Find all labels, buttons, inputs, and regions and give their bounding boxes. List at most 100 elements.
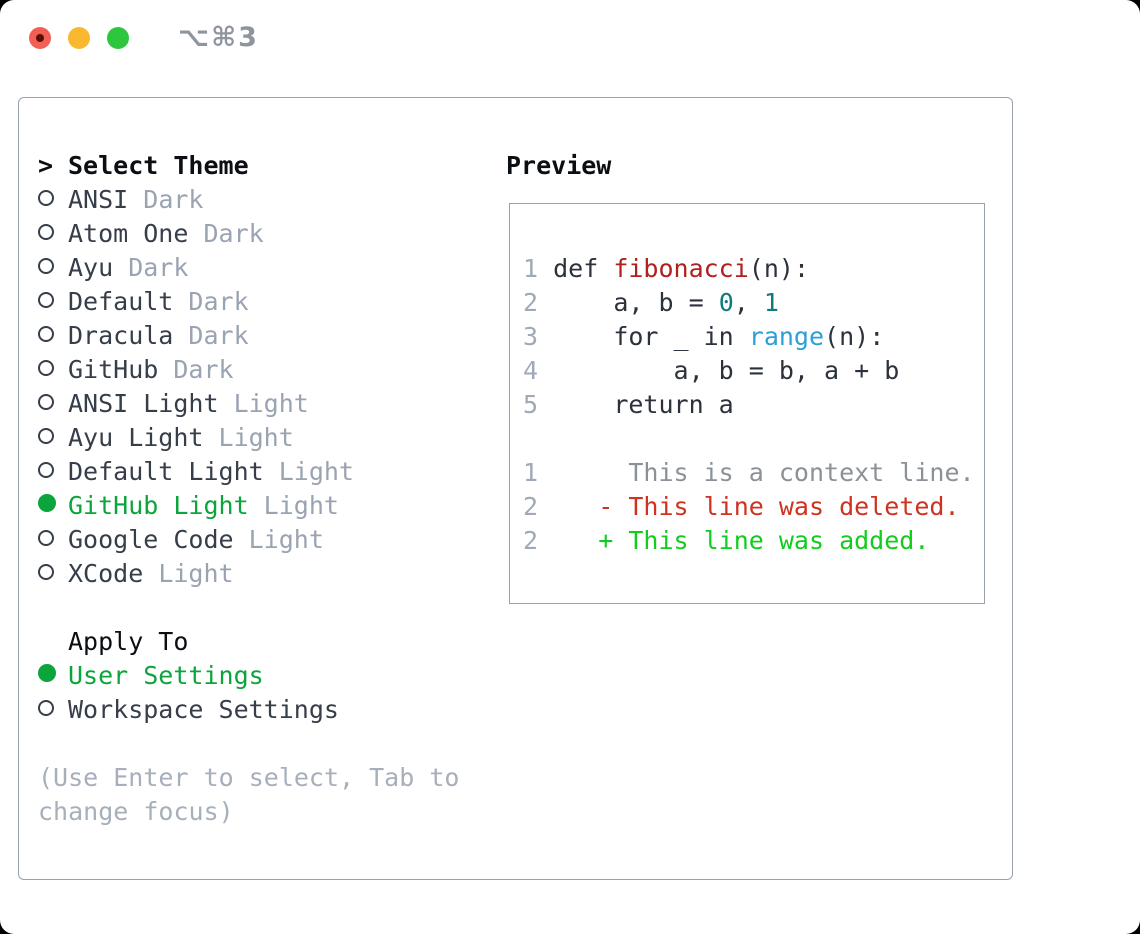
theme-option[interactable]: ANSI Dark [38, 183, 459, 217]
theme-option[interactable]: Google Code Light [38, 523, 459, 557]
theme-variant-label: Light [203, 423, 294, 452]
preview-line: 2 + This line was added. [523, 524, 984, 558]
code-token-deleted: - This line was deleted. [553, 492, 960, 521]
theme-option[interactable]: XCode Light [38, 557, 459, 591]
line-number: 5 [523, 390, 554, 419]
preview-line: 2 - This line was deleted. [523, 490, 984, 524]
radio-icon [38, 360, 54, 376]
option-label: ANSI [68, 185, 129, 214]
line-number: 1 [523, 254, 554, 283]
radio-icon [38, 224, 54, 240]
line-number: 1 [523, 458, 554, 487]
preview-line [523, 422, 984, 456]
code-token-plain: (n): [824, 322, 885, 351]
theme-option[interactable]: GitHub Light Light [38, 489, 459, 523]
line-number: 3 [523, 322, 554, 351]
option-label: Default [68, 287, 174, 316]
preview-line: 2 a, b = 0, 1 [523, 286, 984, 320]
theme-option[interactable]: Atom One Dark [38, 217, 459, 251]
theme-variant-label: Dark [158, 355, 234, 384]
radio-icon [38, 326, 54, 342]
option-label: GitHub [68, 355, 159, 384]
radio-icon [38, 428, 54, 444]
line-number: 2 [523, 526, 554, 555]
help-text-line: change focus) [38, 797, 234, 826]
radio-icon [38, 530, 54, 546]
option-label: Default Light [68, 457, 264, 486]
theme-option[interactable]: Ayu Dark [38, 251, 459, 285]
theme-option[interactable]: Dracula Dark [38, 319, 459, 353]
line-number: 2 [523, 288, 554, 317]
apply-to-header-row: Apply To [38, 625, 459, 659]
radio-icon [38, 394, 54, 410]
code-token-plain: (n): [748, 254, 810, 283]
spacer-row [38, 727, 459, 761]
apply-to-option[interactable]: Workspace Settings [38, 693, 459, 727]
preview-line: 4 a, b = b, a + b [523, 354, 984, 388]
preview-line: 1 def fibonacci(n): [523, 252, 984, 286]
preview-line: 3 for _ in range(n): [523, 320, 984, 354]
apply-to-header: Apply To [68, 627, 189, 656]
theme-variant-label: Light [218, 389, 309, 418]
radio-icon [38, 700, 54, 716]
option-label: Workspace Settings [68, 695, 339, 724]
line-number: 4 [523, 356, 554, 385]
theme-option[interactable]: Default Light Light [38, 455, 459, 489]
option-label: ANSI Light [68, 389, 219, 418]
theme-option[interactable]: GitHub Dark [38, 353, 459, 387]
code-token-context: This is a context line. [553, 458, 975, 487]
unsaved-dot-icon [36, 34, 44, 42]
code-token-plain: return a [553, 390, 734, 419]
close-button[interactable] [29, 27, 51, 49]
theme-variant-label: Dark [128, 185, 204, 214]
option-label: XCode [68, 559, 144, 588]
theme-option[interactable]: ANSI Light Light [38, 387, 459, 421]
spacer-row [38, 591, 459, 625]
code-token-plain: a, b = [553, 288, 719, 317]
theme-variant-label: Dark [173, 287, 249, 316]
option-label: Ayu Light [68, 423, 204, 452]
theme-variant-label: Dark [188, 219, 264, 248]
theme-variant-label: Dark [173, 321, 249, 350]
minimize-button[interactable] [68, 27, 90, 49]
code-token-plain: a, b = b, a + b [553, 356, 900, 385]
radio-selected-icon [38, 664, 56, 682]
radio-icon [38, 564, 54, 580]
select-theme-header: Select Theme [68, 151, 249, 180]
code-token-num: 0 [718, 288, 734, 317]
theme-option[interactable]: Ayu Light Light [38, 421, 459, 455]
preview-line: 1 This is a context line. [523, 456, 984, 490]
radio-icon [38, 190, 54, 206]
select-theme-header-row: > Select Theme [38, 149, 459, 183]
option-label: Dracula [68, 321, 174, 350]
theme-variant-label: Light [143, 559, 234, 588]
maximize-button[interactable] [107, 27, 129, 49]
radio-icon [38, 292, 54, 308]
prompt-icon: > [38, 151, 54, 180]
help-text: (Use Enter to select, Tab to change focus… [38, 761, 459, 829]
option-label: Google Code [68, 525, 234, 554]
preview-line: 5 return a [523, 388, 984, 422]
option-label: GitHub Light [68, 491, 249, 520]
option-label: User Settings [68, 661, 264, 690]
preview-header: Preview [506, 151, 612, 180]
code-token-num: 1 [763, 288, 779, 317]
line-number [523, 424, 538, 453]
theme-option[interactable]: Default Dark [38, 285, 459, 319]
line-number: 2 [523, 492, 554, 521]
help-text-line: (Use Enter to select, Tab to [38, 763, 460, 792]
apply-to-option[interactable]: User Settings [38, 659, 459, 693]
radio-icon [38, 462, 54, 478]
titlebar: ⌥⌘3 [29, 24, 259, 51]
code-token-plain: def [553, 254, 614, 283]
radio-icon [38, 258, 54, 274]
code-token-added: + This line was added. [553, 526, 930, 555]
theme-variant-label: Dark [113, 253, 189, 282]
